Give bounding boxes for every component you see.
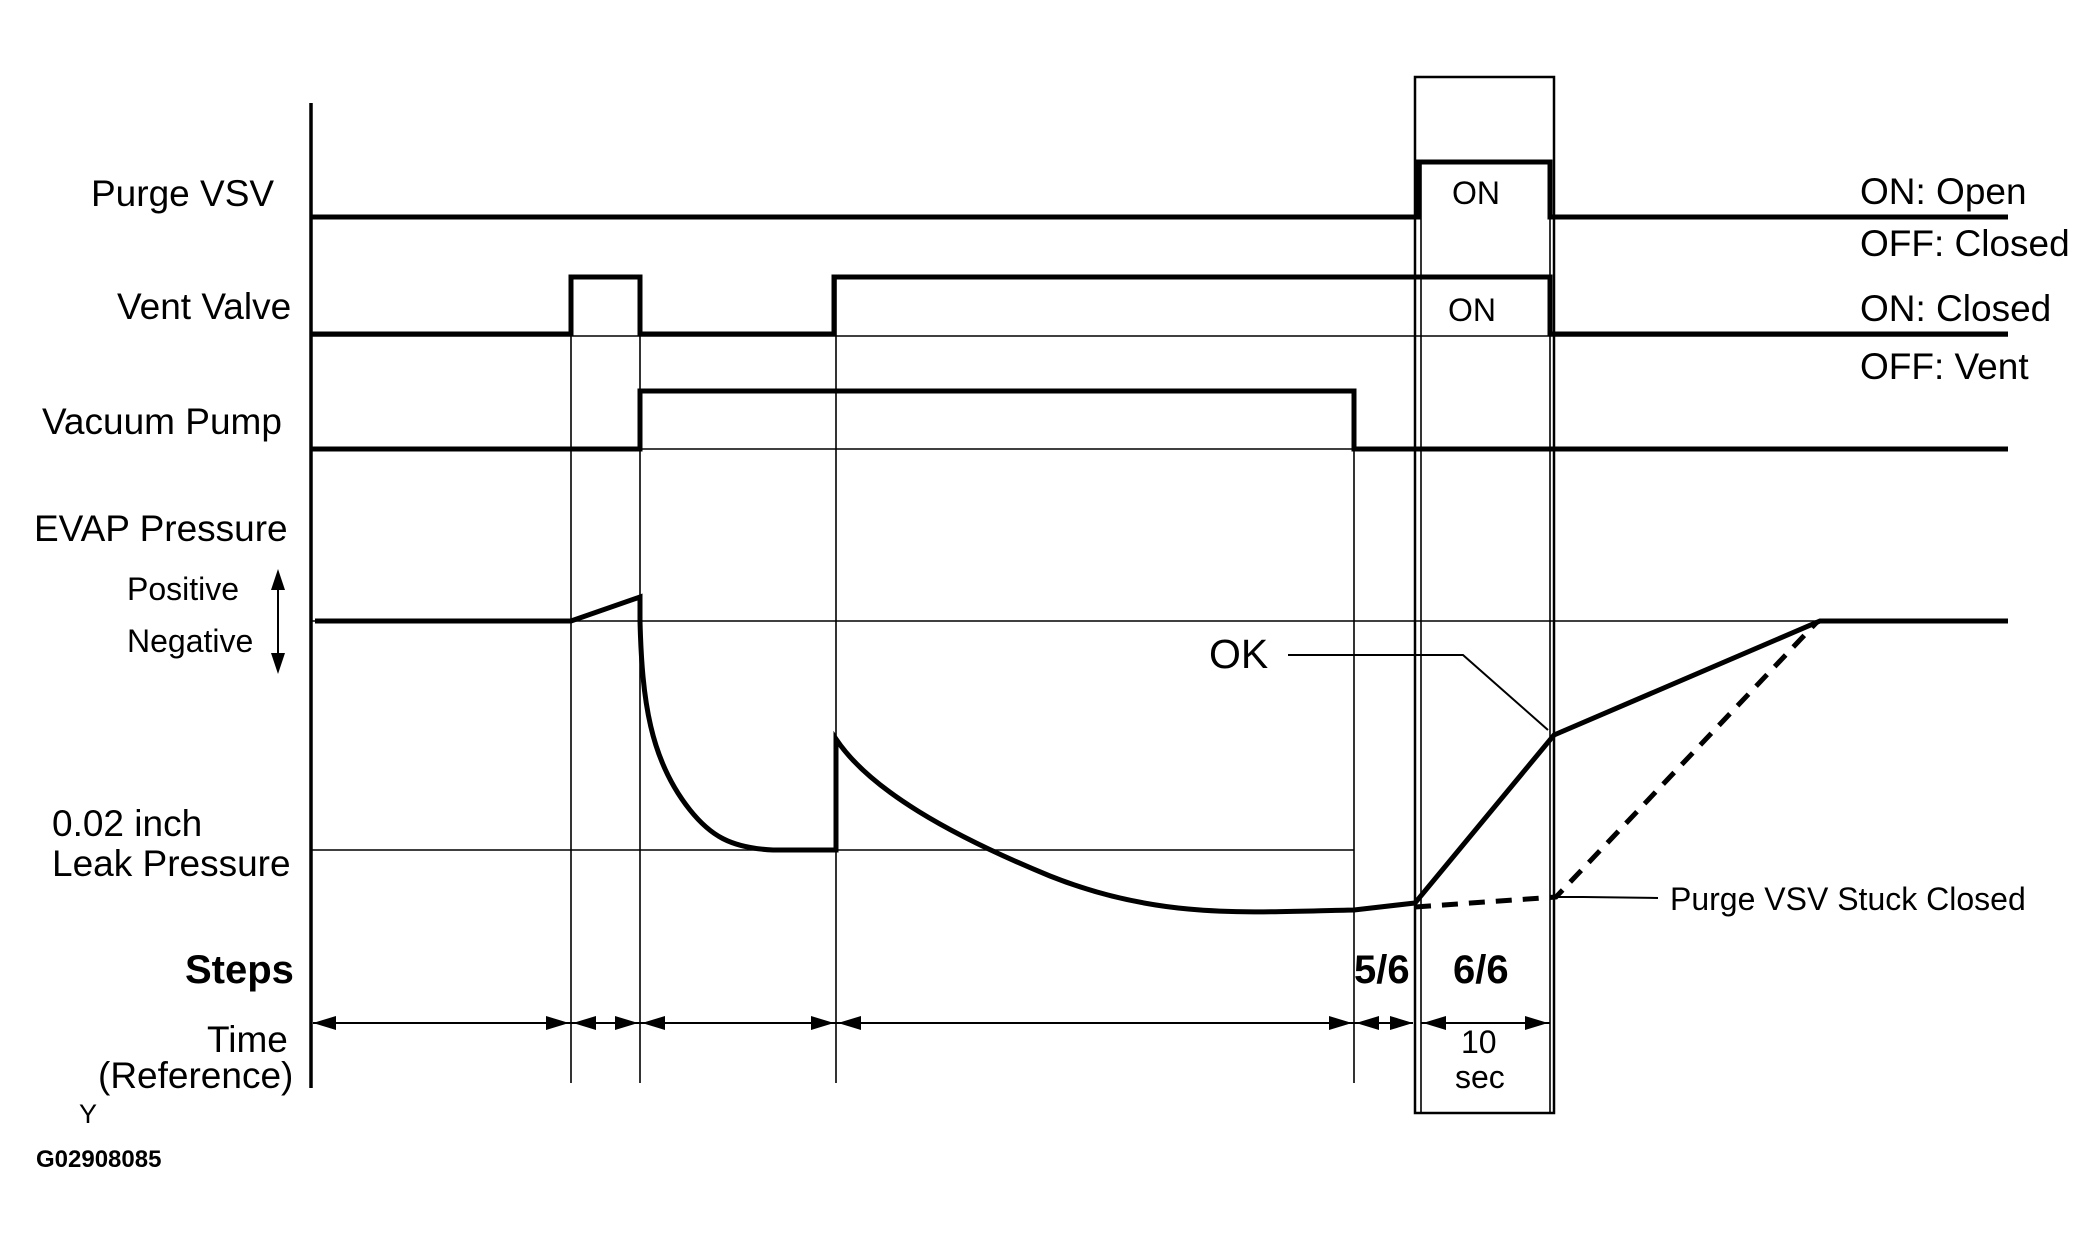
- step-5-label: 5/6: [1354, 948, 1410, 992]
- step-6-label: 6/6: [1453, 948, 1509, 992]
- purge-vsv-trace: [311, 159, 2008, 220]
- vent-on-legend: ON: Closed: [1860, 288, 2051, 329]
- figure-id: G02908085: [36, 1146, 161, 1173]
- purge-on-legend: ON: Open: [1860, 171, 2027, 212]
- stuck-closed-label: Purge VSV Stuck Closed: [1670, 881, 2026, 917]
- duration-value: 10: [1461, 1024, 1497, 1060]
- evap-pressure-trace: [315, 593, 2008, 915]
- vent-valve-trace: [311, 274, 2008, 337]
- footer-mark: Y: [79, 1099, 97, 1129]
- time-reference-label: (Reference): [98, 1055, 293, 1096]
- step-6-frame: [1413, 75, 1556, 1115]
- time-label: Time: [207, 1019, 288, 1060]
- leak-pressure-label-line1: 0.02 inch: [52, 803, 202, 844]
- evap-pressure-label: EVAP Pressure: [34, 508, 288, 549]
- positive-label: Positive: [127, 571, 239, 607]
- ok-label: OK: [1209, 631, 1268, 677]
- vacuum-pump-label: Vacuum Pump: [42, 401, 282, 442]
- leak-pressure-label-line2: Leak Pressure: [52, 843, 291, 884]
- vent-on-label: ON: [1448, 292, 1496, 328]
- pressure-arrow-up-head: [271, 569, 285, 590]
- vent-off-legend: OFF: Vent: [1860, 346, 2029, 387]
- purge-off-legend: OFF: Closed: [1860, 223, 2070, 264]
- purge-on-label: ON: [1452, 175, 1500, 211]
- stuck-leader: [1556, 896, 1659, 899]
- vent-valve-label: Vent Valve: [117, 286, 291, 327]
- vacuum-pump-trace: [311, 388, 2008, 452]
- time-dimension-arrows: [313, 1016, 1550, 1030]
- negative-label: Negative: [127, 623, 253, 659]
- ok-leader: [1288, 654, 1549, 731]
- duration-unit: sec: [1455, 1059, 1505, 1095]
- steps-heading: Steps: [185, 948, 294, 992]
- pressure-arrow-down-head: [271, 653, 285, 674]
- purge-vsv-label: Purge VSV: [91, 173, 274, 214]
